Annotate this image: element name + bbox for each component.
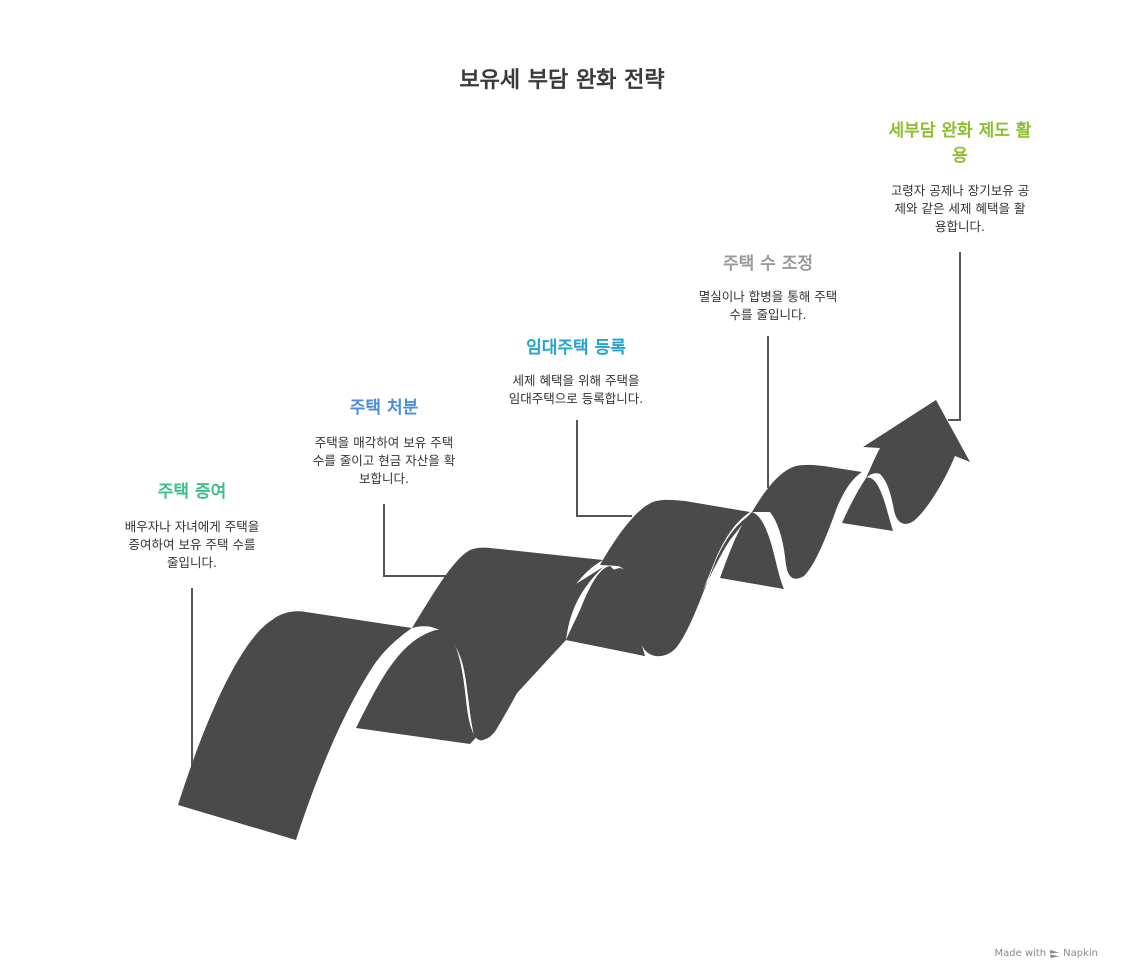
step-5-title-line: 용 — [952, 146, 968, 166]
step-3-title-text: 임대주택 등록 — [526, 338, 626, 358]
step-5-title: 세부담 완화 제도 활 용 — [860, 119, 1060, 169]
napkin-logo-icon — [1050, 949, 1060, 959]
connector-step-5 — [948, 252, 961, 421]
step-2-title: 주택 처분 — [284, 396, 484, 421]
road-segment-4 — [720, 512, 784, 589]
road-segment-5b — [863, 400, 970, 524]
step-5-desc-line: 제와 같은 세제 혜택을 활 — [894, 201, 1026, 216]
step-1-desc-line: 줄입니다. — [167, 555, 217, 570]
step-3-desc-line: 세제 혜택을 위해 주택을 — [512, 373, 640, 388]
made-with-napkin-footer[interactable]: Made with Napkin — [994, 948, 1098, 959]
step-4-desc-line: 수를 줄입니다. — [729, 307, 807, 322]
connector-step-2 — [383, 504, 446, 577]
step-4-desc-line: 멸실이나 합병을 통해 주택 — [698, 289, 838, 304]
road-segment-1 — [178, 611, 412, 840]
road-segment-3b — [600, 499, 750, 652]
step-4-title: 주택 수 조정 — [668, 252, 868, 277]
step-2-desc-line: 주택을 매각하여 보유 주택 — [314, 435, 454, 450]
napkin-brand-label: Napkin — [1063, 948, 1098, 959]
step-1-title-text: 주택 증여 — [157, 482, 227, 502]
road-segment-3c — [566, 566, 645, 656]
road-segment-5a — [842, 477, 893, 531]
step-3-description: 세제 혜택을 위해 주택을 임대주택으로 등록합니다. — [486, 372, 666, 408]
step-2-desc-line: 보합니다. — [359, 471, 409, 486]
step-5-desc-line: 용합니다. — [935, 219, 985, 234]
step-1-desc-line: 증여하여 보유 주택 수를 — [128, 537, 256, 552]
step-3-desc-line: 임대주택으로 등록합니다. — [508, 391, 644, 406]
connector-step-3 — [576, 420, 632, 517]
diagram-title: 보유세 부담 완화 전략 — [459, 68, 665, 93]
road-segment-4b — [752, 464, 862, 579]
step-2-description: 주택을 매각하여 보유 주택 수를 줄이고 현금 자산을 확 보합니다. — [294, 434, 474, 488]
road-segment-2b — [412, 547, 603, 740]
road-ribbon — [178, 400, 970, 840]
step-4-title-text: 주택 수 조정 — [722, 254, 814, 274]
road-segment-2 — [356, 567, 603, 744]
step-2-desc-line: 수를 줄이고 현금 자산을 확 — [312, 453, 456, 468]
step-3-title: 임대주택 등록 — [476, 336, 676, 361]
step-5-desc-line: 고령자 공제나 장기보유 공 — [890, 183, 1030, 198]
connector-lines — [191, 252, 961, 770]
step-5-description: 고령자 공제나 장기보유 공 제와 같은 세제 혜택을 활 용합니다. — [870, 182, 1050, 236]
step-1-description: 배우자나 자녀에게 주택을 증여하여 보유 주택 수를 줄입니다. — [102, 518, 282, 572]
step-4-description: 멸실이나 합병을 통해 주택 수를 줄입니다. — [678, 288, 858, 324]
step-1-desc-line: 배우자나 자녀에게 주택을 — [124, 519, 260, 534]
step-2-title-text: 주택 처분 — [349, 398, 419, 418]
step-5-title-line: 세부담 완화 제도 활 — [888, 121, 1032, 141]
step-1-title: 주택 증여 — [92, 480, 292, 505]
made-with-label: Made with — [994, 948, 1047, 959]
